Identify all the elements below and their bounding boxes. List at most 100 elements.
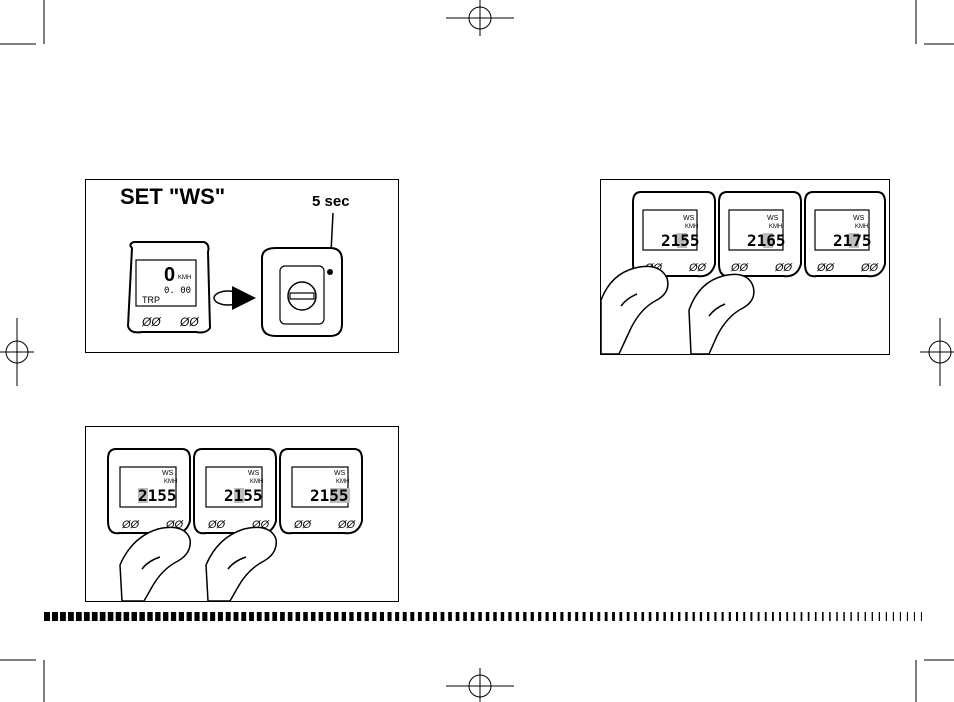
footer-bar-segment: [418, 612, 422, 621]
footer-bar-segment: [493, 612, 496, 621]
computer-front: 0 KMH 0. 00 TRP ØØ ØØ: [128, 242, 210, 333]
footer-bar-segment: [124, 612, 130, 621]
finger-icons: [601, 266, 754, 354]
select-unit-2: WS KMH 2155 ØØ ØØ: [194, 449, 276, 533]
footer-bar-segment: [403, 612, 407, 621]
set-ws-title: SET "WS": [120, 184, 225, 209]
footer-bar-segment: [508, 612, 511, 621]
lcd-mode: TRP: [142, 295, 160, 305]
unit-1-unit: KMH: [685, 224, 698, 230]
footer-bar-segment: [553, 612, 556, 621]
svg-text:ØØ: ØØ: [293, 519, 313, 531]
lcd-distance: 0. 00: [164, 286, 191, 296]
footer-bar-segment: [786, 612, 788, 621]
footer-bar-segment: [634, 612, 637, 621]
unit-2: WS KMH 2165 ØØ ØØ: [719, 192, 801, 276]
footer-bar-segment: [218, 612, 223, 621]
footer-bar-segment: [380, 612, 384, 621]
footer-bar-segment: [486, 612, 489, 621]
left-button-icon: ØØ: [141, 315, 161, 329]
footer-bar-segment: [736, 612, 738, 621]
footer-bar-segment: [700, 612, 702, 621]
footer-bar-segment: [921, 612, 922, 621]
select-unit-3-unit: KMH: [336, 479, 349, 485]
footer-bar-segment: [612, 612, 615, 621]
ws-select-panel: WS KMH 2155 ØØ ØØ WS KMH 2155 ØØ ØØ WS K…: [85, 426, 399, 602]
footer-bar-segment: [779, 612, 781, 621]
footer-bar-segment: [272, 612, 277, 621]
footer-bar-segment: [84, 612, 90, 621]
footer-bar-segment: [334, 612, 338, 621]
footer-bar-segment: [471, 612, 475, 621]
footer-bar-segment: [116, 612, 122, 621]
footer-bar-segment: [372, 612, 376, 621]
footer-bar-segment: [410, 612, 414, 621]
right-button-icon: ØØ: [179, 315, 199, 329]
footer-bar-segment: [568, 612, 571, 621]
unit-3-value: 2175: [833, 231, 872, 250]
footer-bar-segment: [100, 612, 106, 621]
unit-3-label: WS: [853, 215, 865, 222]
footer-bar-segment: [76, 612, 82, 621]
footer-bar-segment: [448, 612, 452, 621]
footer-bar-segment: [843, 612, 844, 621]
unit-1-label: WS: [683, 215, 695, 222]
ws-select-illustration: WS KMH 2155 ØØ ØØ WS KMH 2155 ØØ ØØ WS K…: [86, 427, 398, 601]
select-unit-2-value: 2155: [224, 486, 263, 505]
unit-1: WS KMH 2155 ØØ ØØ: [633, 192, 715, 276]
footer-bar-segment: [433, 612, 437, 621]
footer-bar-segment: [349, 612, 353, 621]
footer-bar-segment: [914, 612, 915, 621]
select-unit-2-label: WS: [248, 470, 260, 477]
footer-bar-segment: [808, 612, 810, 621]
footer-bar-segment: [194, 612, 199, 621]
svg-text:ØØ: ØØ: [860, 262, 880, 274]
lcd-unit: KMH: [178, 275, 191, 281]
footer-bar-segment: [342, 612, 346, 621]
footer-bar-segment: [60, 612, 66, 621]
footer-bar-segment: [257, 612, 262, 621]
svg-text:ØØ: ØØ: [816, 262, 836, 274]
footer-bar-segment: [296, 612, 301, 621]
svg-text:ØØ: ØØ: [207, 519, 227, 531]
footer-bar-segment: [155, 612, 160, 621]
svg-text:ØØ: ØØ: [337, 519, 357, 531]
footer-bar-segment: [597, 612, 600, 621]
svg-text:ØØ: ØØ: [121, 519, 141, 531]
footer-bar-segment: [365, 612, 369, 621]
set-ws-panel: SET "WS" 5 sec 0 KMH 0. 00 TRP ØØ ØØ: [85, 179, 399, 353]
footer-bar-segment: [319, 612, 323, 621]
computer-back: [262, 248, 342, 336]
footer-bar-segment: [501, 612, 504, 621]
footer-bar-segment: [693, 612, 695, 621]
footer-bar-segment: [619, 612, 622, 621]
select-unit-1-value: 2155: [138, 486, 177, 505]
footer-bar-segment: [44, 612, 50, 621]
footer-bar-segment: [546, 612, 549, 621]
footer-bar-segment: [590, 612, 593, 621]
footer-bar-segment: [311, 612, 315, 621]
unit-2-value: 2165: [747, 231, 786, 250]
footer-bar-segment: [858, 612, 859, 621]
footer-bar-segment: [685, 612, 687, 621]
footer-bar-segment: [92, 612, 98, 621]
footer-bar-segment: [649, 612, 652, 621]
footer-bar-segment: [671, 612, 673, 621]
unit-3: WS KMH 2175 ØØ ØØ: [805, 192, 885, 276]
footer-bar-segment: [234, 612, 239, 621]
select-unit-3-value: 2155: [310, 486, 349, 505]
footer-bar-segment: [441, 612, 445, 621]
footer-bar-segment: [395, 612, 399, 621]
footer-bar-segment: [388, 612, 392, 621]
footer-bar-segment: [163, 612, 168, 621]
footer-bar-segment: [68, 612, 74, 621]
footer-bar-segment: [750, 612, 752, 621]
footer-bar-segment: [560, 612, 563, 621]
footer-bar-segment: [139, 612, 144, 621]
rotate-arrow-icon: [214, 286, 256, 310]
footer-bar-segment: [280, 612, 285, 621]
select-unit-3-label: WS: [334, 470, 346, 477]
footer-bar-segment: [879, 612, 880, 621]
footer-bar-segment: [656, 612, 659, 621]
footer-bar-segment: [678, 612, 680, 621]
